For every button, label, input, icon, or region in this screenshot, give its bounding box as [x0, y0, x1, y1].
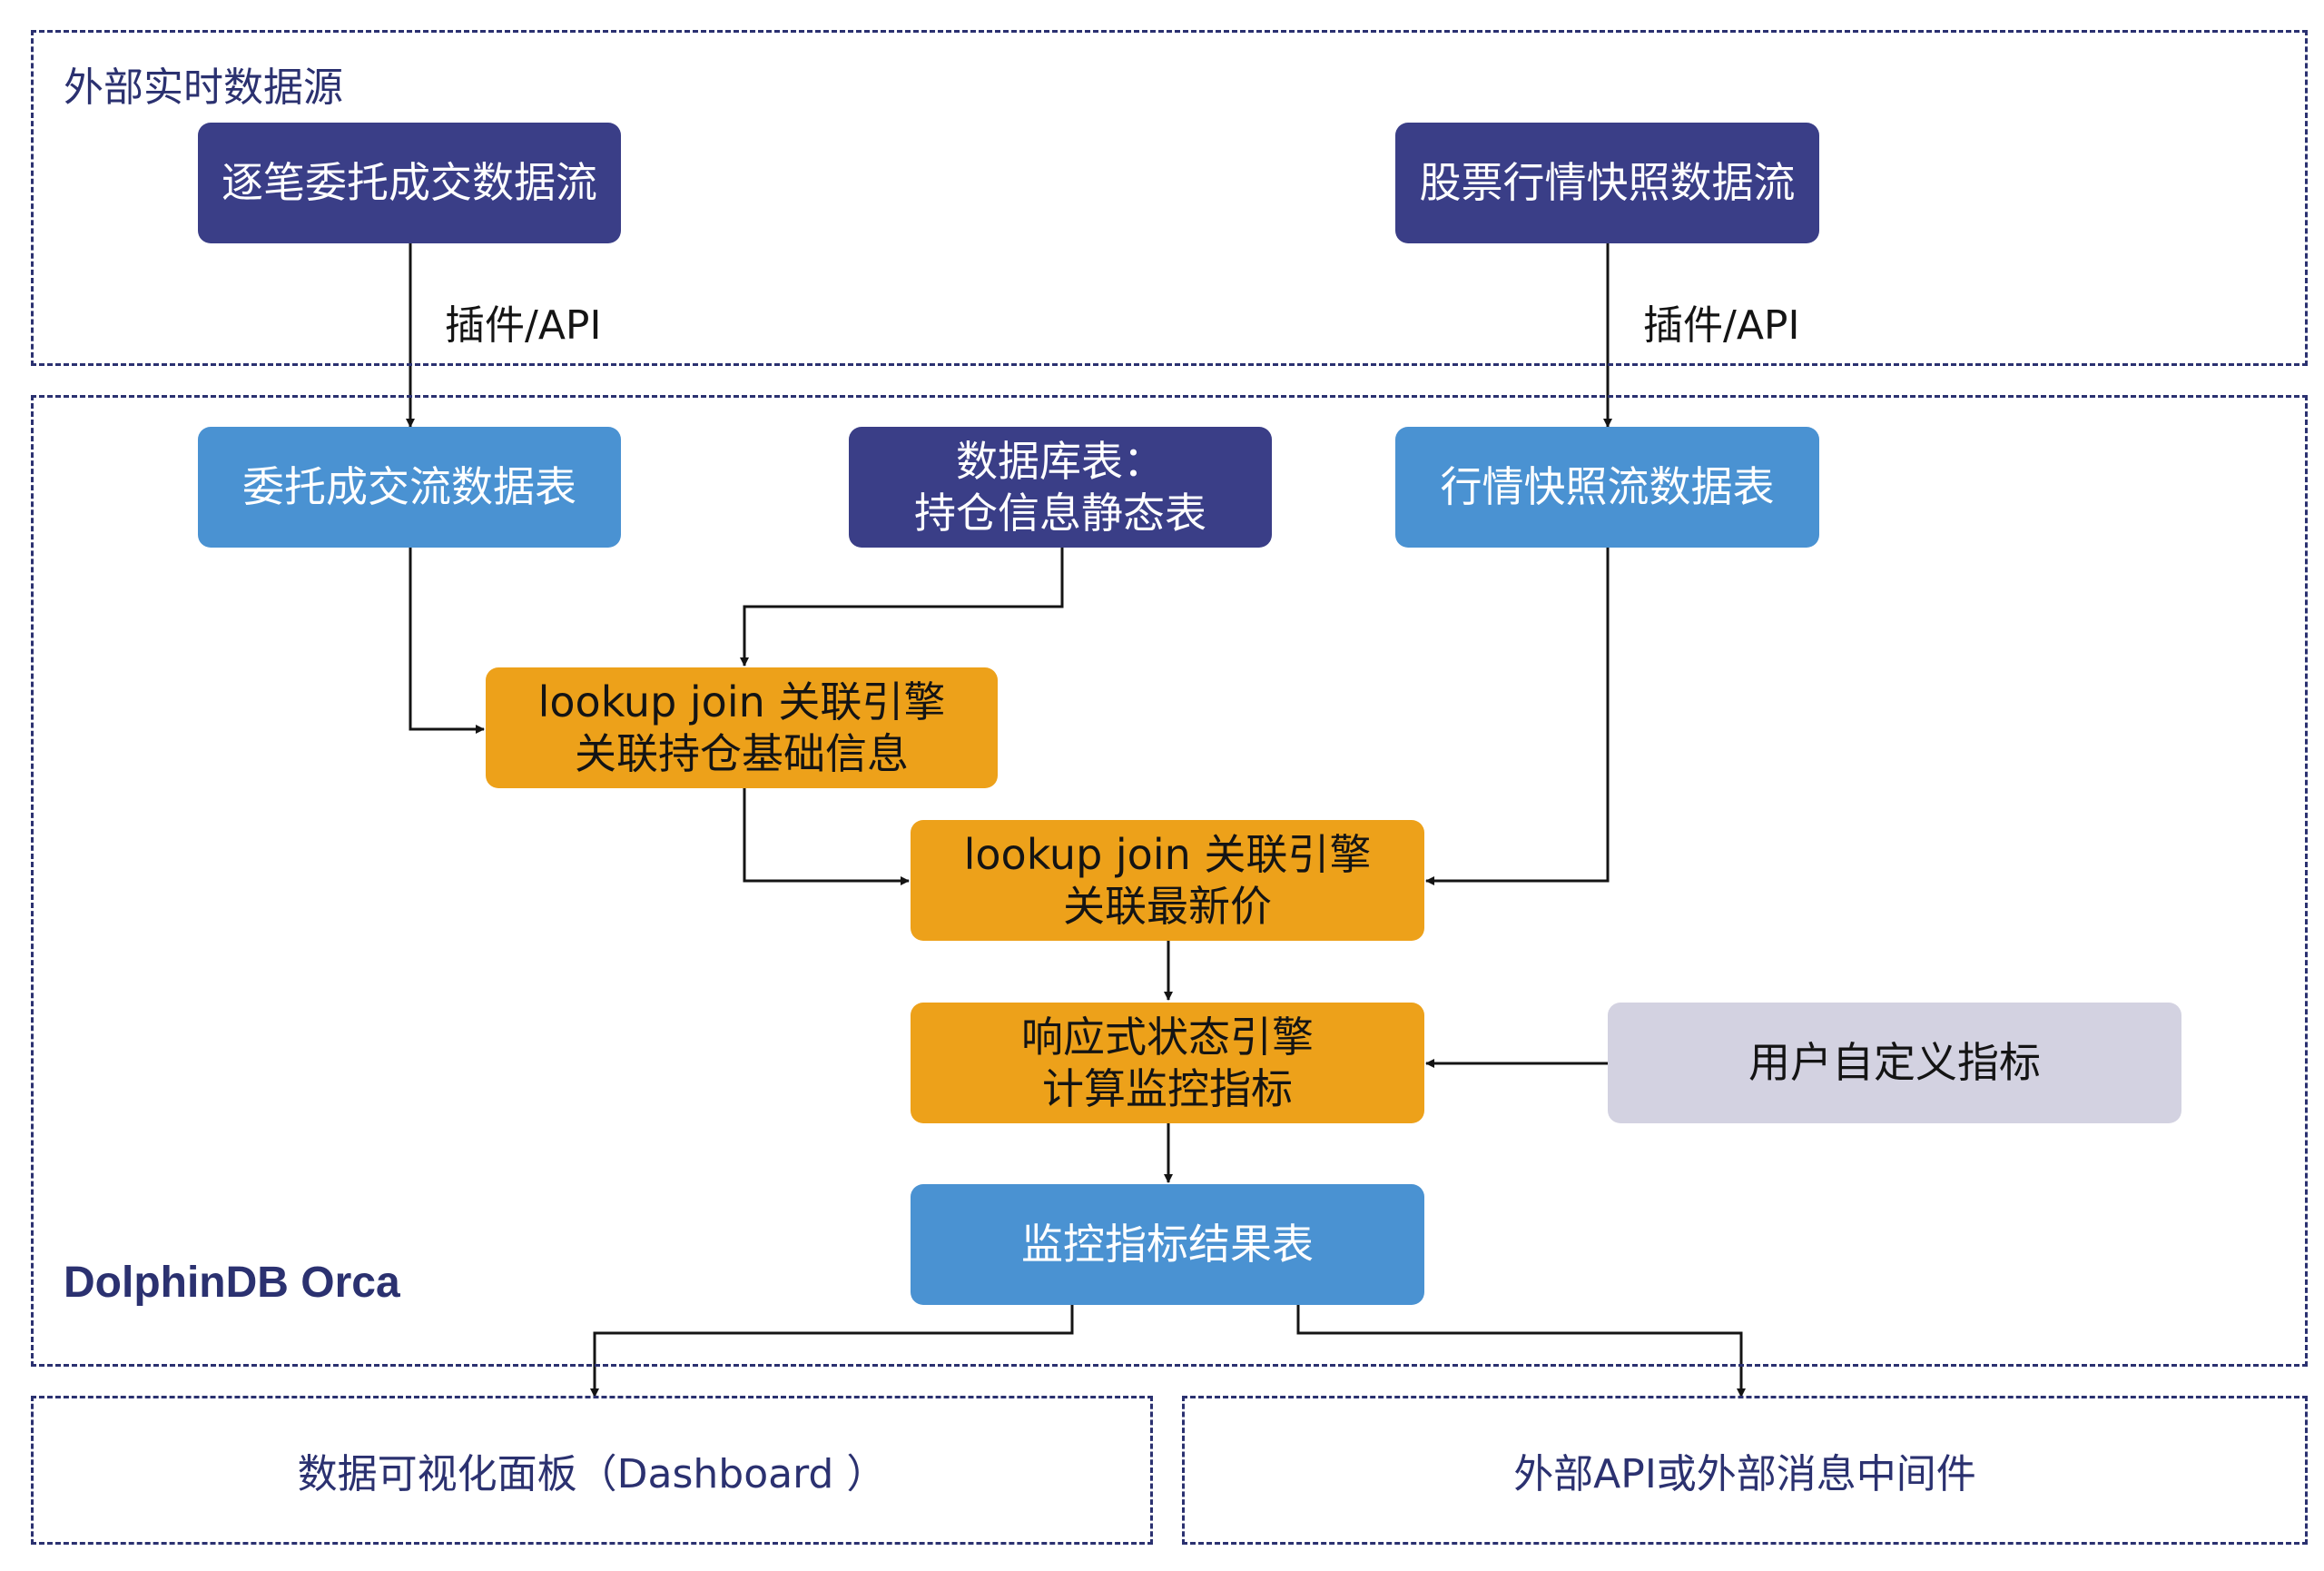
edge-position-table-to-lookup-join-1	[740, 548, 1064, 667]
external-api-region	[1182, 1396, 2308, 1545]
node-text: 监控指标结果表	[1021, 1220, 1314, 1270]
external-api-label: 外部API或外部消息中间件	[1513, 1451, 1976, 1497]
node-text-line-2: 持仓信息静态表	[914, 488, 1206, 538]
node-text-line-1: 数据库表：	[956, 437, 1165, 487]
node-text: 股票行情快照数据流	[1419, 158, 1796, 208]
orca-region	[31, 395, 2308, 1367]
node-text-line-2: 关联持仓基础信息	[575, 728, 909, 778]
quote-table-node: 行情快照流数据表	[1395, 427, 1819, 548]
order-table-node: 委托成交流数据表	[198, 427, 621, 548]
node-text-line-1: lookup join 关联引擎	[963, 830, 1372, 880]
dashboard-label: 数据可视化面板（Dashboard ）	[297, 1451, 887, 1497]
orca-label: DolphinDB Orca	[64, 1259, 400, 1307]
position-table-node: 数据库表： 持仓信息静态表	[849, 427, 1272, 548]
dashboard-region	[31, 1396, 1153, 1545]
external-sources-label: 外部实时数据源	[64, 64, 343, 111]
node-text: 用户自定义指标	[1748, 1038, 2041, 1088]
result-table-node: 监控指标结果表	[911, 1184, 1424, 1305]
order-stream-node: 逐笔委托成交数据流	[198, 123, 621, 243]
quote-stream-node: 股票行情快照数据流	[1395, 123, 1819, 243]
node-text-line-2: 计算监控指标	[1042, 1063, 1293, 1113]
external-sources-region	[31, 30, 2308, 366]
user-metrics-node: 用户自定义指标	[1608, 1003, 2181, 1123]
edge-quote-table-to-lookup-join-2	[1425, 548, 1610, 885]
node-text: 逐笔委托成交数据流	[222, 158, 597, 208]
right-plugin-label: 插件/API	[1643, 302, 1800, 349]
node-text: 委托成交流数据表	[242, 462, 576, 512]
lookup-join-1-node: lookup join 关联引擎 关联持仓基础信息	[486, 667, 998, 788]
node-text-line-2: 关联最新价	[1063, 881, 1272, 931]
edge-lookup-join-1-to-lookup-join-2	[743, 788, 910, 885]
edge-order-table-to-lookup-join-1	[409, 548, 485, 734]
node-text: 行情快照流数据表	[1440, 462, 1775, 512]
lookup-join-2-node: lookup join 关联引擎 关联最新价	[911, 820, 1424, 941]
reactive-engine-node: 响应式状态引擎 计算监控指标	[911, 1003, 1424, 1123]
node-text-line-1: 响应式状态引擎	[1021, 1013, 1314, 1062]
left-plugin-label: 插件/API	[445, 302, 602, 349]
node-text-line-1: lookup join 关联引擎	[537, 677, 946, 727]
